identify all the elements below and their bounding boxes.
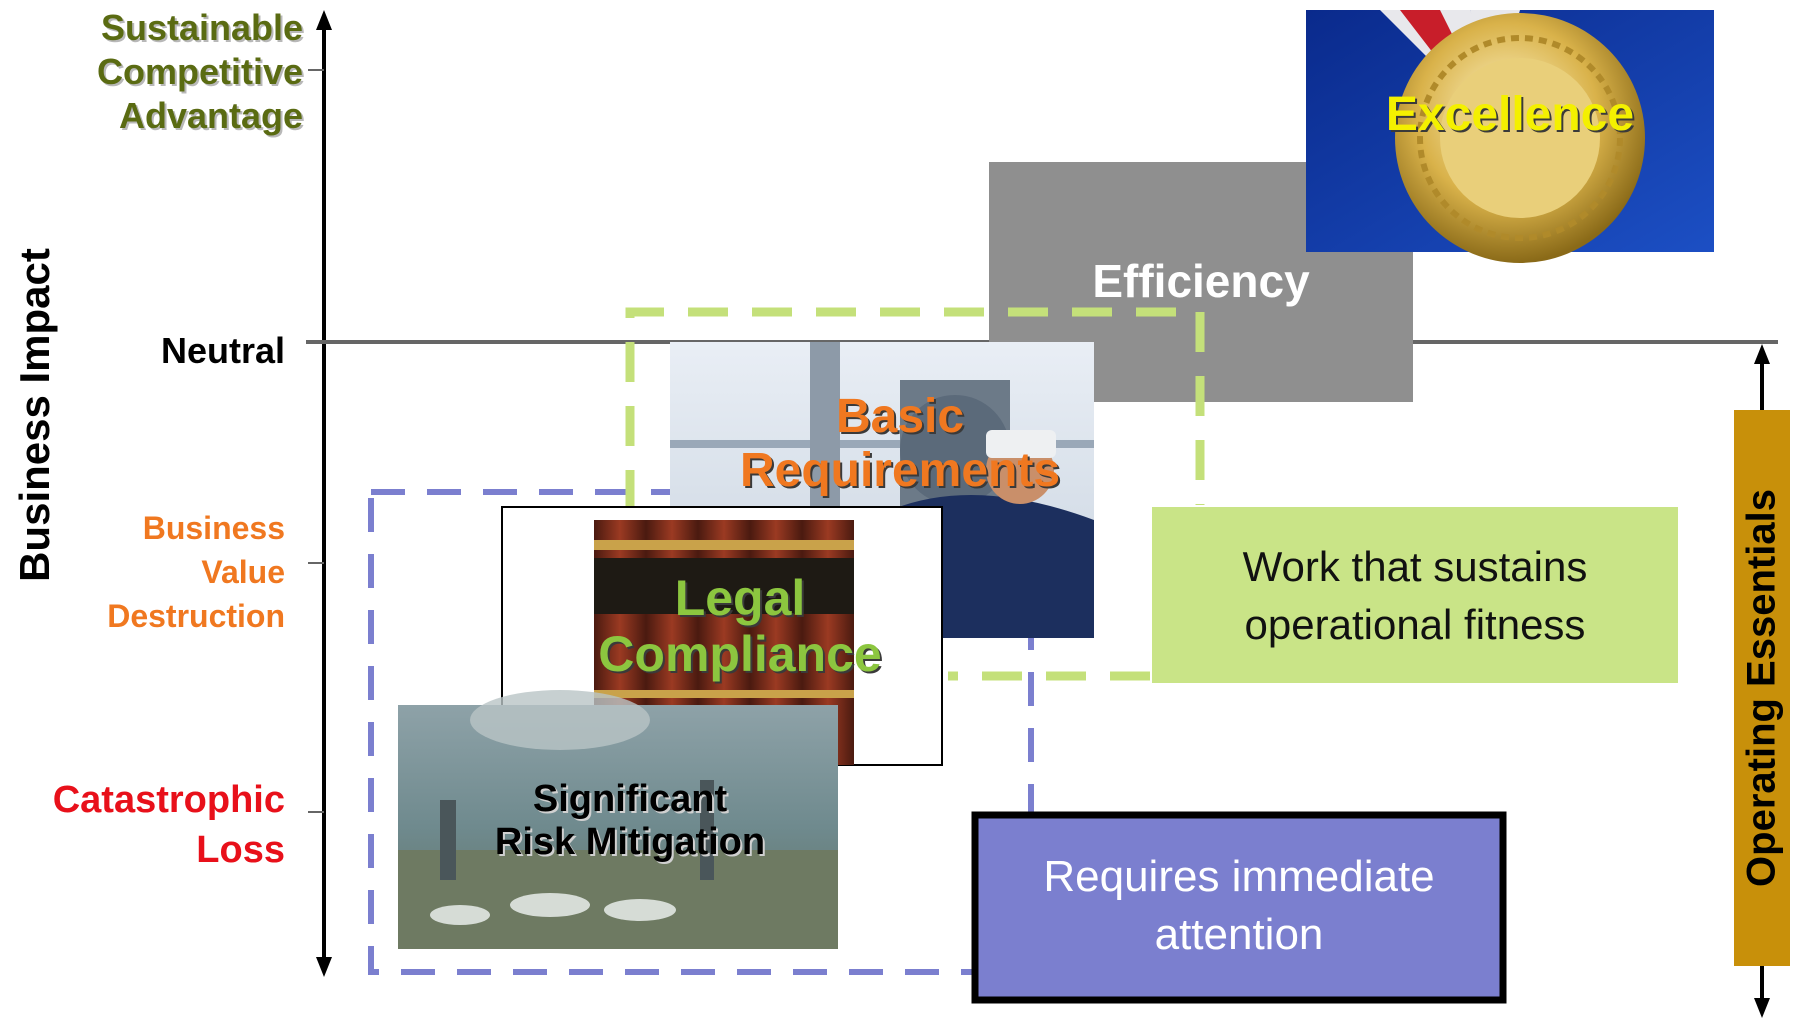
level-destruction-line3: Destruction [107, 598, 285, 634]
essentials-label-text: Operating Essentials [1739, 489, 1784, 887]
fitness-callout-box [1152, 507, 1678, 683]
attention-line2: attention [1154, 910, 1324, 959]
level-catastrophic-line1: Catastrophic [52, 779, 285, 821]
essentials-bar [1734, 410, 1790, 966]
refinery-image [398, 690, 838, 949]
attention-callout-text: Requires immediate attention [975, 848, 1503, 964]
excellence-label: Excellence [1385, 88, 1635, 141]
fitness-callout-text: Work that sustains operational fitness [1152, 538, 1678, 654]
y-axis-arrow-down [316, 957, 332, 977]
risk-line1: Significant [532, 778, 728, 820]
fitness-line1: Work that sustains [1242, 543, 1588, 590]
essentials-arrow-up [1754, 344, 1770, 364]
risk-line2: Risk Mitigation [494, 820, 766, 863]
level-top-line2: Competitive [96, 51, 303, 92]
legal-line1: Legal [674, 570, 806, 626]
fitness-line2: operational fitness [1244, 601, 1586, 648]
attention-line1: Requires immediate [1043, 852, 1435, 901]
risk-dashed-region [368, 489, 1034, 975]
level-neutral-text: Neutral [160, 330, 285, 371]
essentials-arrow-down [1754, 998, 1770, 1018]
risk-mitigation-label: Significant Risk Mitigation [430, 778, 830, 863]
level-catastrophic-line2: Loss [196, 829, 285, 871]
y-axis-arrow-up [316, 10, 332, 30]
level-destruction-line1: Business [142, 510, 285, 546]
level-destruction-line2: Value [201, 554, 285, 590]
level-top-line1: Sustainable [100, 7, 303, 48]
legal-line2: Compliance [598, 626, 882, 682]
level-destruction-label: Business Value Destruction [20, 506, 285, 638]
level-top-label: Sustainable Competitive Advantage [20, 6, 303, 138]
basic-line1: Basic [835, 390, 965, 443]
attention-callout-box [971, 811, 1507, 1004]
efficiency-label: Efficiency [1092, 255, 1310, 307]
basic-requirements-label: Basic Requirements [700, 390, 1100, 498]
legal-compliance-label: Legal Compliance [560, 570, 920, 682]
level-catastrophic-label: Catastrophic Loss [10, 775, 285, 875]
basic-line2: Requirements [739, 443, 1061, 497]
medal-image [1306, 10, 1714, 263]
level-neutral-label: Neutral [20, 329, 285, 373]
level-top-line3: Advantage [118, 95, 303, 136]
